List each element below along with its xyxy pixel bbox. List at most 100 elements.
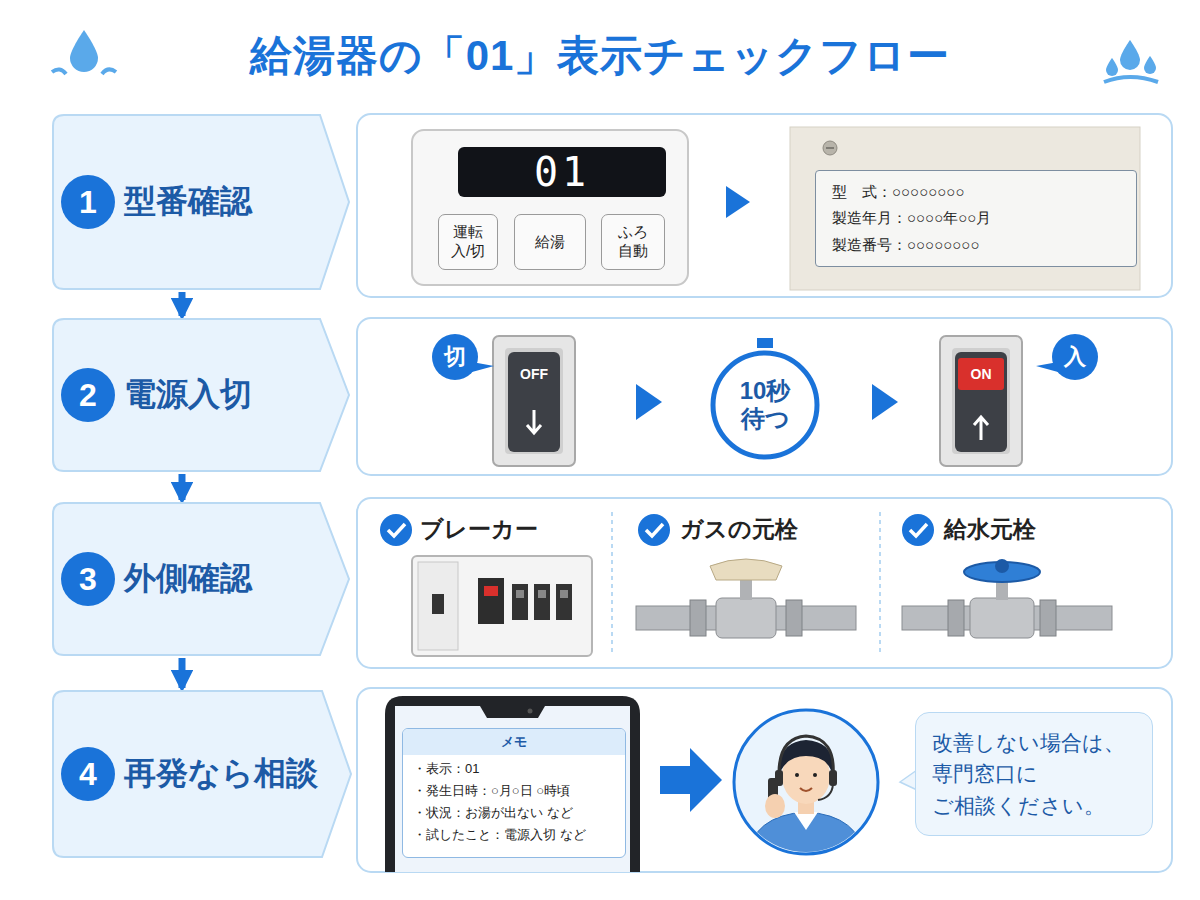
power-switch-off bbox=[493, 336, 575, 466]
breaker-panel bbox=[534, 584, 550, 620]
step-box: 外側確認3 bbox=[52, 502, 350, 656]
splash-icon bbox=[1106, 58, 1118, 76]
breaker-panel bbox=[432, 594, 444, 614]
step-number: 3 bbox=[61, 552, 115, 606]
speech-bubble: 改善しない場合は、 専門窓口に ご相談ください。 bbox=[915, 712, 1153, 836]
breaker-panel bbox=[418, 562, 458, 650]
node-text: 製造年月：○○○○年○○月 bbox=[832, 205, 991, 231]
divider bbox=[879, 512, 881, 655]
rating-plate: 型 式：○○○○○○○○製造年月：○○○○年○○月製造番号：○○○○○○○○ bbox=[815, 170, 1137, 267]
support-person bbox=[829, 770, 837, 786]
step-outline bbox=[53, 503, 349, 655]
node-text: 10秒 待つ bbox=[723, 377, 807, 432]
water-valve bbox=[1040, 600, 1056, 636]
check-label: 給水元栓 bbox=[944, 514, 1036, 545]
timer-icon bbox=[757, 338, 773, 348]
breaker-panel bbox=[560, 590, 568, 598]
splash-icon bbox=[1104, 40, 1158, 82]
node-text: 運転 入/切 bbox=[445, 223, 491, 261]
check-label: ブレーカー bbox=[420, 514, 538, 545]
breaker-panel bbox=[484, 586, 498, 596]
timer-text: 10秒 待つ bbox=[713, 353, 817, 457]
step-panel bbox=[357, 688, 1172, 872]
step-panel bbox=[357, 318, 1172, 475]
switch-label: ON bbox=[953, 362, 1009, 386]
check-icon bbox=[638, 514, 670, 546]
heater-unit bbox=[823, 141, 837, 155]
node-text: 切 bbox=[444, 342, 466, 372]
support-person bbox=[794, 812, 818, 830]
smartphone bbox=[385, 696, 640, 872]
splash-icon bbox=[1104, 77, 1158, 82]
smartphone bbox=[480, 706, 545, 718]
step-outline bbox=[53, 115, 349, 289]
support-person bbox=[800, 788, 812, 791]
step-number: 4 bbox=[61, 747, 115, 801]
big-arrow bbox=[660, 748, 722, 812]
node-text: OFF bbox=[520, 366, 548, 382]
bubble-tail bbox=[472, 362, 1058, 372]
remote-button: ふろ 自動 bbox=[601, 214, 665, 270]
flow-arrow bbox=[179, 474, 186, 500]
node-text: 2 bbox=[79, 377, 97, 414]
node-text: 3 bbox=[79, 561, 97, 598]
water-valve bbox=[995, 559, 1009, 573]
node-text: 01 bbox=[534, 149, 590, 195]
switch-bubble: 入 bbox=[1052, 334, 1098, 380]
water-drop-icon bbox=[52, 69, 66, 74]
power-switch-on bbox=[974, 417, 988, 440]
node-text: 製造番号：○○○○○○○○ bbox=[832, 232, 979, 258]
node-text: 改善しない場合は、 専門窓口に ご相談ください。 bbox=[932, 727, 1136, 822]
smartphone bbox=[395, 706, 630, 872]
node-text: ・状況：お湯が出ない など bbox=[403, 802, 625, 824]
support-person bbox=[746, 812, 866, 860]
check-label: ガスの元栓 bbox=[680, 514, 798, 545]
support-person bbox=[795, 773, 799, 777]
check-icon bbox=[646, 524, 663, 536]
divider bbox=[611, 512, 613, 655]
step-box: 型番確認 1 bbox=[52, 114, 350, 290]
timer-icon bbox=[713, 338, 817, 457]
memo-card: メモ・表示：01・発生日時：○月○日 ○時頃・状況：お湯が出ない など・試したこ… bbox=[402, 728, 626, 858]
flow-arrow bbox=[179, 658, 186, 688]
heater-unit bbox=[790, 127, 1140, 290]
gas-valve bbox=[740, 578, 752, 600]
step-outline bbox=[53, 691, 351, 857]
title: 給湯器の「01」表示チェックフロー bbox=[0, 28, 1200, 84]
node-text: 再発なら相談 bbox=[124, 752, 318, 796]
water-drop-icon bbox=[70, 30, 98, 72]
power-switch-off bbox=[508, 352, 560, 452]
gas-valve bbox=[786, 600, 802, 636]
check-icon bbox=[380, 514, 934, 546]
remote-button: 運転 入/切 bbox=[438, 214, 498, 270]
power-switch-on bbox=[955, 352, 1007, 452]
node-text: 型番確認 bbox=[124, 180, 252, 224]
splash-icon bbox=[1120, 40, 1140, 70]
step-box: 再発なら相談4 bbox=[52, 690, 352, 858]
splash-icon bbox=[1144, 56, 1156, 74]
step-outline bbox=[53, 319, 349, 471]
breaker-panel bbox=[478, 578, 504, 624]
support-person bbox=[746, 736, 866, 860]
node-text: 1 bbox=[79, 184, 97, 221]
switch-bubble: 切 bbox=[432, 334, 478, 380]
heater-unit bbox=[826, 147, 834, 149]
node-text: ・発生日時：○月○日 ○時頃 bbox=[403, 780, 625, 802]
power-switch-off bbox=[505, 348, 563, 454]
water-valve bbox=[948, 600, 964, 636]
node-text: 電源入切 bbox=[124, 373, 252, 417]
breaker-panel bbox=[412, 556, 592, 656]
remote-button: 給湯 bbox=[514, 214, 586, 270]
gas-valve bbox=[636, 559, 856, 638]
breaker-panel bbox=[538, 590, 546, 598]
smartphone bbox=[385, 696, 640, 872]
flow-arrow bbox=[179, 292, 186, 316]
node-text: ・試したこと：電源入切 など bbox=[403, 824, 625, 846]
breaker-panel bbox=[512, 584, 528, 620]
divider bbox=[612, 512, 880, 655]
water-drop-icon bbox=[52, 30, 116, 74]
timer-icon bbox=[713, 353, 817, 457]
step-number: 2 bbox=[61, 368, 115, 422]
error-display: 01 bbox=[458, 147, 666, 197]
